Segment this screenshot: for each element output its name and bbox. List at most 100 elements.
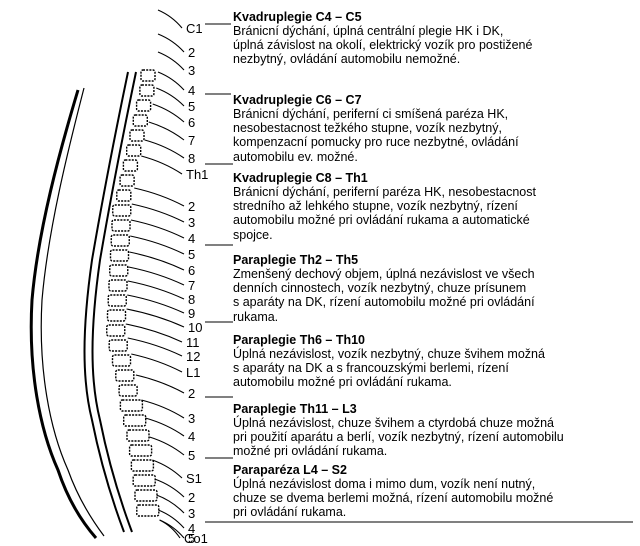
vertebra (111, 354, 132, 367)
nerve-root (149, 436, 185, 456)
nerve-root (156, 494, 185, 514)
vertebra (109, 249, 130, 262)
segment-label: 8 (188, 151, 196, 166)
segment-label: 6 (188, 115, 196, 130)
nerve-root (129, 251, 185, 271)
block-th11-l3: Paraplegie Th11 – L3 Úplná nezávislost, … (233, 402, 633, 459)
segment-label: 2 (188, 490, 196, 505)
block-text: Bránicní dýchání, periferní paréza HK, n… (233, 185, 536, 242)
block-th2-th5: Paraplegie Th2 – Th5 Zmenšený dechový ob… (233, 253, 633, 324)
segment-label: 7 (188, 278, 196, 293)
nerve-root (158, 509, 185, 529)
vertebra (125, 144, 142, 157)
nerve-root (127, 294, 185, 314)
block-c8-th1: Kvadruplegie C8 – Th1 Bránicní dýchání, … (233, 171, 633, 242)
nerve-roots (125, 9, 185, 539)
segment-label: 9 (188, 306, 196, 321)
segment-label: 3 (188, 506, 196, 521)
nerve-root (127, 280, 185, 300)
block-title: Kvadruplegie C6 – C7 (233, 93, 362, 107)
block-text: Bránicní dýchání, úplná centrální plegie… (233, 24, 533, 67)
segment-label: 8 (188, 292, 196, 307)
vertebra (107, 294, 127, 307)
segment-label: Th1 (186, 167, 209, 182)
segment-label: 7 (188, 133, 196, 148)
block-text: Bránicní dýchání, periferní ci smíšená p… (233, 107, 519, 164)
vertebra (132, 114, 149, 127)
segment-label: C1 (186, 21, 203, 36)
block-separators (205, 23, 633, 523)
segment-label: 2 (188, 386, 196, 401)
nerve-root (157, 33, 185, 53)
vertebra (135, 99, 152, 112)
nerve-root (128, 266, 185, 286)
block-title: Paraplegie Th6 – Th10 (233, 333, 365, 347)
nerve-root (141, 399, 185, 419)
nerve-root (145, 417, 185, 437)
block-c4-c5: Kvadruplegie C4 – C5 Bránicní dýchání, ú… (233, 10, 633, 67)
block-text: Úplná nezávislost, chuze švihem a ctyrdo… (233, 416, 564, 459)
vertebra (116, 189, 132, 202)
vertebra (122, 414, 147, 427)
segment-label: L1 (186, 365, 201, 380)
nerve-root (159, 519, 181, 539)
block-text: Zmenšený dechový objem, úplná nezávislos… (233, 267, 535, 324)
nerve-root (134, 187, 185, 207)
nerve-root (157, 51, 185, 71)
vertebra (109, 264, 129, 277)
segment-label: 5 (188, 531, 196, 546)
segment-label: 5 (188, 448, 196, 463)
segment-label: 10 (188, 320, 203, 335)
vertebra (115, 369, 135, 382)
segment-label: 4 (188, 231, 196, 246)
nerve-root (141, 155, 183, 175)
segment-label: 6 (188, 263, 196, 278)
nerve-root (144, 139, 185, 159)
segment-label: 11 (186, 335, 200, 350)
block-title: Paraparéza L4 – S2 (233, 463, 347, 477)
segment-label: 3 (188, 63, 196, 78)
nerve-root (130, 219, 185, 239)
vertebra (119, 174, 135, 187)
vertebra (122, 159, 139, 172)
block-c6-c7: Kvadruplegie C6 – C7 Bránicní dýchání, p… (233, 93, 633, 164)
nerve-root (152, 103, 185, 123)
segment-label: 2 (188, 199, 196, 214)
nerve-root (131, 353, 183, 373)
block-title: Kvadruplegie C4 – C5 (233, 10, 362, 24)
segment-label: 4 (188, 521, 196, 536)
vertebra (106, 324, 126, 337)
vertebra (126, 429, 150, 442)
vertebra (136, 504, 160, 517)
vertebra (106, 309, 127, 322)
nerve-root (157, 71, 185, 91)
segment-label: S1 (186, 471, 202, 486)
block-text: Úplná nezávislost doma i mimo dum, vozík… (233, 477, 554, 520)
nerve-root (131, 203, 185, 223)
segment-label: 4 (188, 83, 196, 98)
segment-label: 5 (188, 247, 196, 262)
vertebra (134, 489, 158, 502)
block-l4-s2: Paraparéza L4 – S2 Úplná nezávislost dom… (233, 463, 633, 520)
vertebra (128, 444, 153, 457)
segment-label: 12 (186, 349, 201, 364)
nerve-root (157, 9, 183, 29)
block-th6-th10: Paraplegie Th6 – Th10 Úplná nezávislost,… (233, 333, 633, 390)
vertebra (132, 474, 156, 487)
segment-label: Co1 (184, 531, 208, 546)
segment-label: 3 (188, 215, 196, 230)
nerve-root (126, 308, 185, 328)
block-text: Úplná nezávislost, vozík nezbytný, chuze… (233, 347, 545, 390)
block-title: Paraplegie Th11 – L3 (233, 402, 357, 416)
segment-label: 5 (188, 99, 196, 114)
nerve-root (130, 235, 185, 255)
nerve-root (152, 459, 183, 479)
block-title: Kvadruplegie C8 – Th1 (233, 171, 368, 185)
vertebra (110, 234, 130, 247)
vertebra (111, 219, 131, 232)
vertebra (108, 279, 128, 292)
vertebra (112, 204, 132, 217)
nerve-root (127, 337, 183, 357)
